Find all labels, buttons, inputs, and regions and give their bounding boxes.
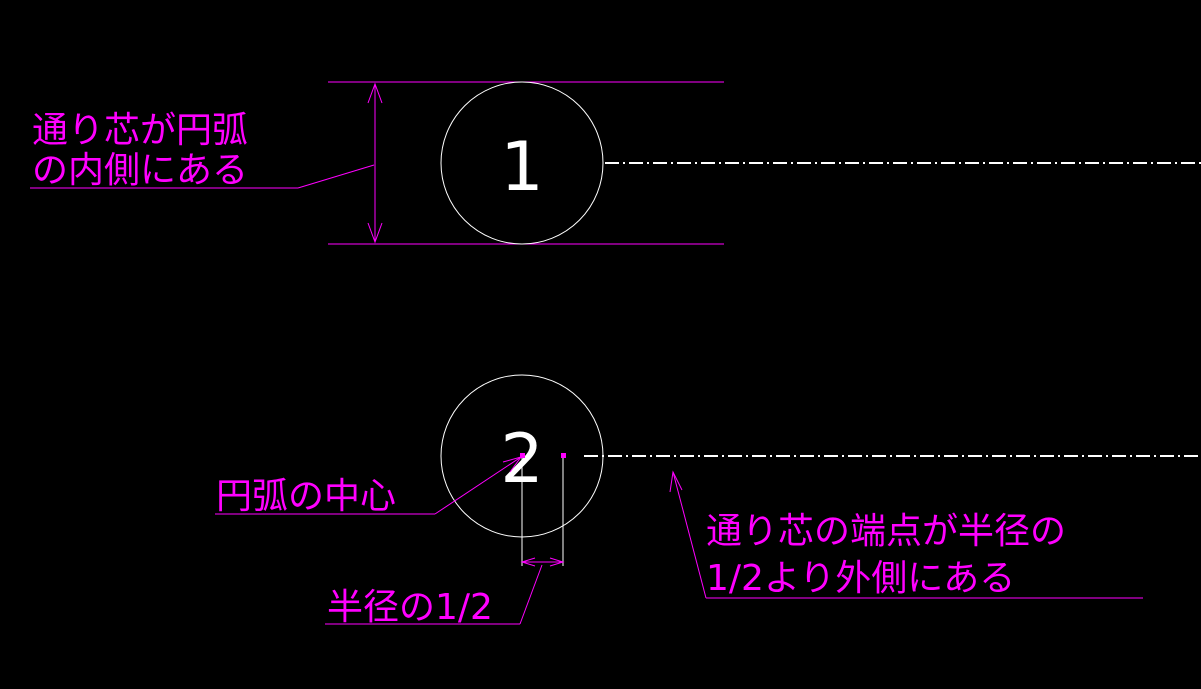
arc-center-label: 円弧の中心 xyxy=(216,476,396,517)
case2-note-line2: 1/2より外側にある xyxy=(706,558,1015,599)
case2-note-leader xyxy=(669,470,1143,599)
half-radius-point xyxy=(561,453,566,458)
case1-dimension-line xyxy=(367,82,383,244)
case1-note-line1: 通り芯が円弧 xyxy=(32,110,248,151)
arc-center-point xyxy=(520,453,525,458)
case1-group: 1 通り芯が円弧 の内側にある xyxy=(30,81,1201,245)
center-label-leader xyxy=(215,456,523,515)
case1-grid-number: 1 xyxy=(500,128,543,207)
case1-note-line2: の内側にある xyxy=(32,150,248,191)
case2-group: 2 円弧の中心 半径の1/2 通り芯の端点が半径の 1/2より外 xyxy=(215,374,1201,628)
case1-leader xyxy=(30,164,375,189)
half-radius-label: 半径の1/2 xyxy=(327,587,493,628)
case2-note-line1: 通り芯の端点が半径の xyxy=(706,511,1066,552)
half-radius-label-leader xyxy=(325,564,543,625)
case1-grid-bubble xyxy=(440,81,604,245)
half-radius-dimension xyxy=(520,458,565,567)
